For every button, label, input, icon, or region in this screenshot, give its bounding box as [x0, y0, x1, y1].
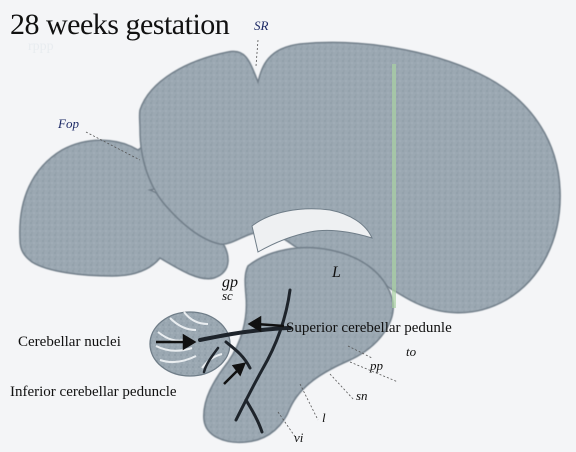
label-pp: pp — [370, 358, 383, 374]
label-cerebellar-nuclei: Cerebellar nuclei — [18, 334, 121, 351]
label-sc: sc — [222, 288, 233, 304]
figure-title: 28 weeks gestation — [10, 8, 229, 42]
label-sr: SR — [254, 18, 268, 34]
label-sn: sn — [356, 388, 368, 404]
label-inferior-cerebellar-peduncle: Inferior cerebellar peduncle — [10, 384, 177, 401]
scan-line-artifact — [392, 64, 396, 308]
label-superior-cerebellar-peduncle: Superior cerebellar pedunle — [286, 320, 452, 337]
label-vi: vi — [294, 430, 303, 446]
label-l-small: l — [322, 410, 326, 426]
label-l-large: L — [332, 264, 341, 282]
label-fop: Fop — [58, 116, 79, 132]
label-to: to — [406, 344, 416, 360]
